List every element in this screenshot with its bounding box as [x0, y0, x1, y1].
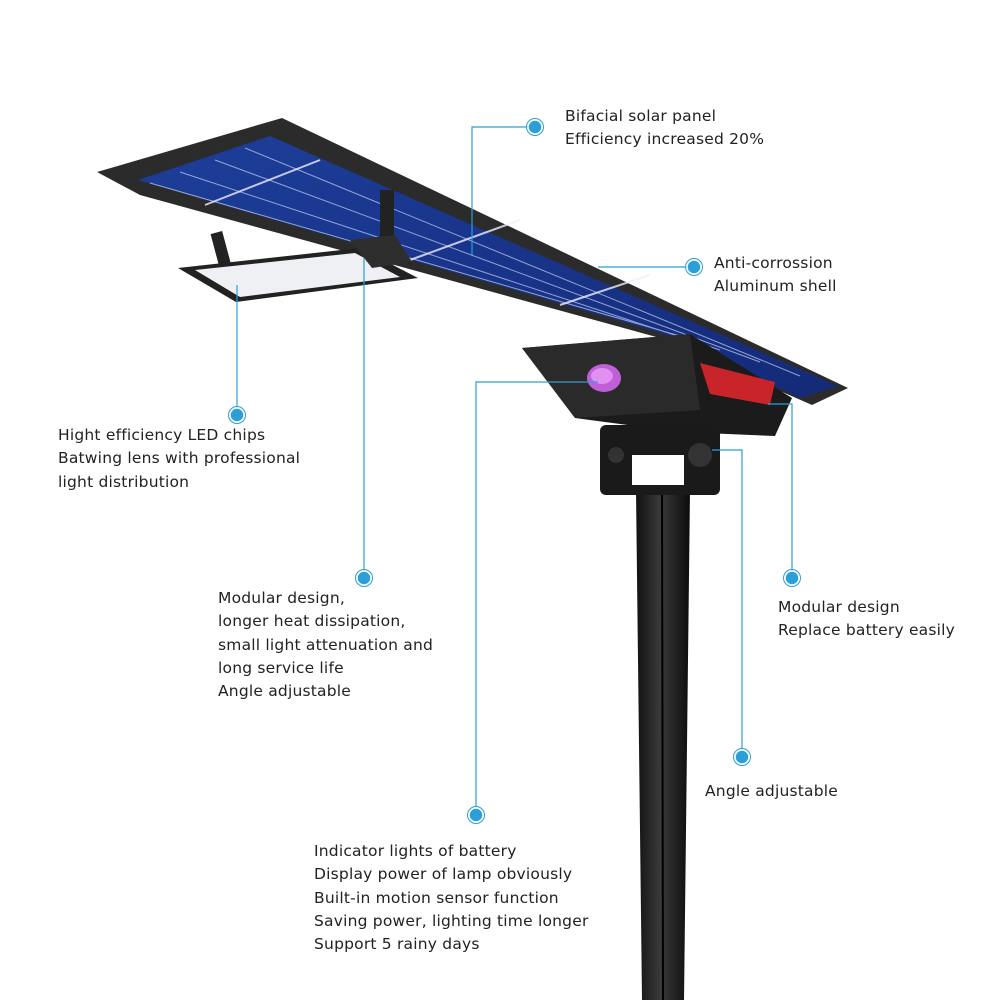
callout-line: Hight efficiency LED chips	[58, 426, 266, 444]
callout-line: Saving power, lighting time longer	[314, 911, 589, 930]
callout-line: Batwing lens with professional	[58, 449, 301, 468]
callout-line: Indicator lights of battery	[314, 842, 517, 860]
callout-line: Display power of lamp obviously	[314, 865, 573, 884]
led-lamp-head	[178, 190, 418, 302]
callout-line: Replace battery easily	[778, 621, 956, 640]
callout-dot	[229, 119, 800, 823]
callout-lines	[236, 126, 793, 815]
callout-line: Angle adjustable	[218, 682, 352, 701]
callout-battery: Modular design Replace battery easily	[778, 596, 955, 643]
callout-angle: Angle adjustable	[705, 780, 838, 803]
callout-shell: Anti-corrossion Aluminum shell	[714, 252, 837, 299]
callout-line: Efficiency increased 20%	[565, 130, 765, 149]
callout-line: Angle adjustable	[705, 782, 839, 800]
solar-panel	[97, 118, 848, 405]
callout-line: Anti-corrossion	[714, 254, 833, 272]
callout-line: Modular design	[778, 598, 900, 616]
pole	[636, 489, 690, 1000]
callout-line: small light attenuation and	[218, 635, 434, 654]
battery-box	[522, 334, 792, 436]
callout-line: Support 5 rainy days	[314, 935, 480, 954]
callout-line: light distribution	[58, 472, 190, 491]
callout-line: Aluminum shell	[714, 277, 837, 296]
callout-line: longer heat dissipation,	[218, 612, 406, 631]
callout-line: Bifacial solar panel	[565, 107, 717, 125]
callout-line: Built-in motion sensor function	[314, 888, 559, 907]
callout-line: long service life	[218, 658, 344, 677]
callout-line: Modular design,	[218, 589, 345, 607]
callout-dots	[228, 118, 801, 824]
callout-indicator: Indicator lights of battery Display powe…	[314, 840, 589, 956]
callout-led: Hight efficiency LED chips Batwing lens …	[58, 424, 300, 494]
callout-solar-panel: Bifacial solar panel Efficiency increase…	[565, 105, 764, 152]
mounting-bracket	[600, 425, 720, 495]
callout-module: Modular design, longer heat dissipation,…	[218, 587, 433, 703]
